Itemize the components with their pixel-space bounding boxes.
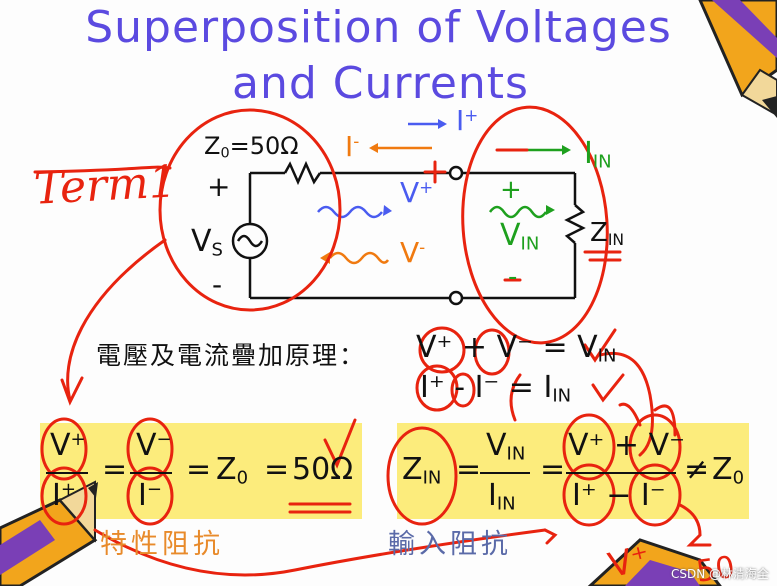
pencil-bottom-left-icon [0,480,98,586]
eq-left-den1: I+ [52,478,76,513]
arrow-i-plus-icon [408,119,447,129]
eq-right-den1: IIN [488,478,516,515]
source-minus-sign: - [212,268,223,301]
v-plus-label: V+ [400,176,434,209]
eq-left-equals-3: = [264,452,290,487]
eq-right-equals-2: = [540,452,566,487]
eq-right-equals-1: = [456,452,482,487]
svg-text:V⁺: V⁺ [604,537,654,586]
eq-right-not-equal: ≠ [684,452,710,487]
arrow-i-minus-icon [369,143,432,153]
wave-v-plus-icon [317,205,392,219]
eq-left-num1: V+ [50,428,86,463]
source-plus-sign: + [207,170,231,203]
eq-right-num2: V⁺ + V⁻ [568,428,685,463]
v-in-plus-sign: + [500,175,522,205]
v-in-label: VIN [500,218,540,255]
eq-right-den2: I⁺ − I⁻ [572,478,666,513]
v-in-minus-sign: - [508,262,518,292]
i-minus-label: I- [345,130,360,163]
eq-left-equals-2: = [186,452,212,487]
eq-left-num2: V− [136,428,172,463]
circuit-wires [231,160,586,306]
principle-eq1: V⁺ + V⁻ = VIN [416,330,617,367]
v-minus-label: V- [400,236,426,269]
watermark: CSDN @林清海全 [670,567,769,581]
eq-left-den2: I− [138,478,162,513]
eq-right-fraction-bar-2 [566,472,676,474]
eq-left-equals-1: = [102,452,128,487]
z0-label: Z0=50Ω [204,132,299,162]
caption-input-impedance: 輸入阻抗 [388,529,512,560]
zin-label: ZIN [590,218,625,249]
principle-chinese-label: 電壓及電流疊加原理： [96,341,367,370]
term1-handwriting: Term1 [32,156,178,215]
eq-left-fraction-bar-1 [46,472,88,474]
eq-right-fraction-bar-1 [480,472,530,474]
i-plus-label: I+ [456,104,479,137]
eq-left-fraction-bar-2 [130,472,172,474]
red-ink-annotations: V⁺ 50 [33,105,737,586]
pencil-top-right-icon [698,0,777,118]
caption-characteristic-impedance: 特性阻抗 [100,529,224,560]
pencil-bottom-right-icon [587,538,722,586]
vs-label: VS [191,224,223,261]
principle-eq2: I⁺ - I⁻ = IIN [420,370,572,407]
slide-title-line1: Superposition of Voltages [85,2,672,53]
eq-left-z0: Z0 [216,452,249,489]
eq-right-z0: Z0 [712,452,745,489]
wave-v-in-icon [488,205,555,219]
eq-right-zin: ZIN [402,452,442,489]
slide-title-line2: and Currents [232,58,529,109]
svg-text:50: 50 [694,550,737,586]
i-in-label: IIN [584,136,612,173]
eq-right-num1: VIN [486,428,526,465]
eq-left-value: 50Ω [292,452,354,487]
